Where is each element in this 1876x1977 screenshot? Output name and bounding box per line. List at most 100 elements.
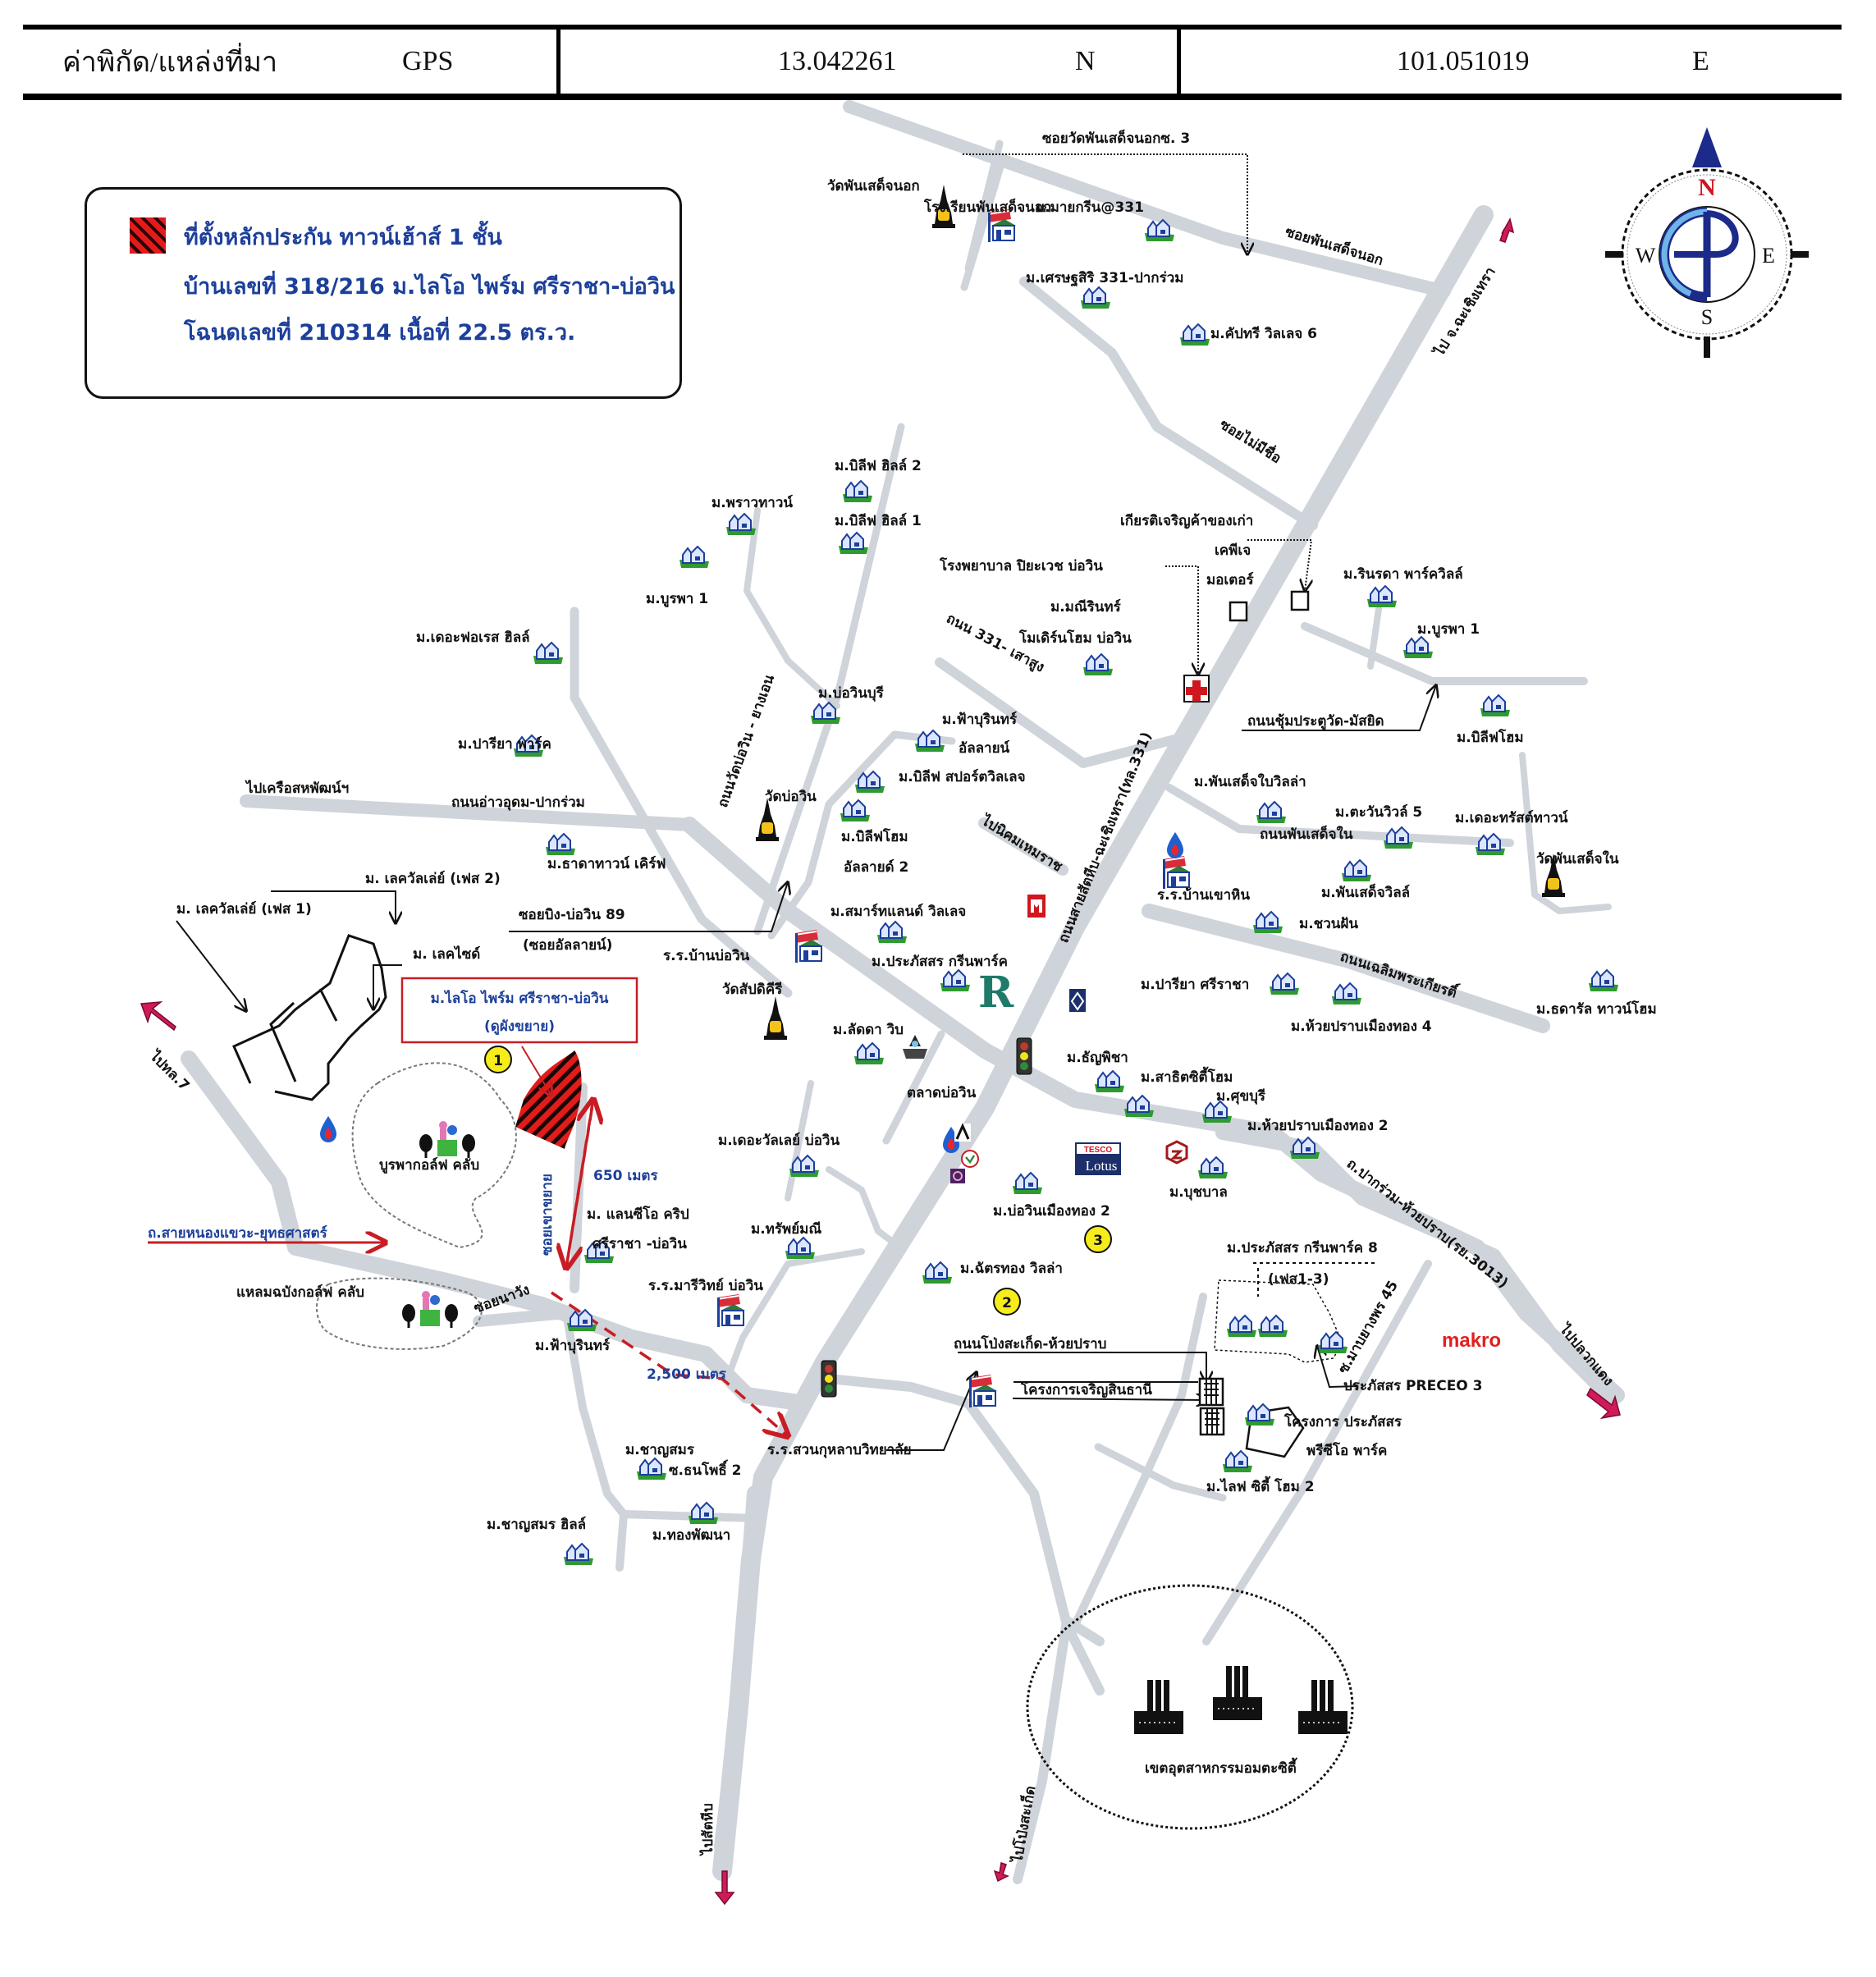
place-labels: วัดพันเสด็จนอก โรงเรียนพันเสด็จนอก ม.มาย… xyxy=(176,176,1657,1777)
svg-text:TESCO: TESCO xyxy=(1084,1146,1113,1155)
legend-line-1: ที่ตั้งหลักประกัน ทาวน์เฮ้าส์ 1 ชั้น xyxy=(184,225,502,250)
road-life-h xyxy=(1094,1443,1227,1502)
legend-line-3: โฉนดเลขที่ 210314 เนื้อที่ 22.5 ตร.ว. xyxy=(184,320,576,346)
svg-text:ม.ปารียา พาร์ค: ม.ปารียา พาร์ค xyxy=(458,735,551,753)
makro-logo: makro xyxy=(1442,1329,1501,1352)
divider xyxy=(556,30,561,94)
road-network xyxy=(181,100,1625,1884)
bank-scb-purple-icon xyxy=(950,1169,965,1183)
svg-text:S: S xyxy=(1701,305,1713,329)
svg-text:ม.บิลีฟโฮม: ม.บิลีฟโฮม xyxy=(1457,729,1524,746)
svg-text:วัดสัปดิคีรี: วัดสัปดิคีรี xyxy=(722,981,783,998)
route-distance xyxy=(551,1098,788,1436)
svg-text:ซอยไม่มีชื่อ: ซอยไม่มีชื่อ xyxy=(1216,414,1285,467)
svg-text:ม.ชาญสมร: ม.ชาญสมร xyxy=(625,1442,695,1458)
condo-icons xyxy=(1198,1377,1225,1436)
antique-shop-icon xyxy=(1290,590,1310,611)
svg-text:ม.บ่อวินเมืองทอง 2: ม.บ่อวินเมืองทอง 2 xyxy=(993,1202,1110,1220)
svg-text:ม.ธัญพิชา: ม.ธัญพิชา xyxy=(1067,1050,1128,1066)
golf-icons xyxy=(402,1121,475,1328)
svg-text:ร.ร.บ้านเขาหิน: ร.ร.บ้านเขาหิน xyxy=(1157,887,1250,904)
latitude-value: 13.042261 xyxy=(778,46,897,76)
road-rinrada xyxy=(1367,606,1382,670)
road-main-w xyxy=(681,817,1625,1403)
bank-bangkok-icon xyxy=(1069,989,1086,1012)
industrial-zone xyxy=(1026,1584,1354,1830)
svg-text:อัลลายด์ 2: อัลลายด์ 2 xyxy=(844,858,908,876)
svg-text:ม.ปารียา ศรีราชา: ม.ปารียา ศรีราชา xyxy=(1141,976,1249,993)
svg-text:ม.ธาดาทาวน์ เคิร์ฟ: ม.ธาดาทาวน์ เคิร์ฟ xyxy=(547,855,666,872)
collateral-swatch xyxy=(130,217,166,254)
road-hemaraj xyxy=(978,817,1068,876)
marker-1[interactable]: 1 xyxy=(484,1046,512,1073)
svg-text:ม.บูรพา 1: ม.บูรพา 1 xyxy=(1417,621,1480,638)
road-burapha-w xyxy=(744,507,840,709)
svg-text:ม.ทรัพย์มณี: ม.ทรัพย์มณี xyxy=(751,1220,821,1238)
road-tl7 xyxy=(181,1050,812,1412)
road-pong-to-south xyxy=(1013,1616,1105,1884)
svg-text:ม.เดอะทรัสต์ทาวน์: ม.เดอะทรัสต์ทาวน์ xyxy=(1455,809,1568,826)
svg-text:ถ.สายหนองแขวะ-ยุทธศาสตร์: ถ.สายหนองแขวะ-ยุทธศาสตร์ xyxy=(148,1224,328,1242)
svg-text:ม.ทองพัฒนา: ม.ทองพัฒนา xyxy=(652,1527,730,1544)
svg-text:ประภัสสร PRECEO 3: ประภัสสร PRECEO 3 xyxy=(1343,1378,1483,1394)
road-sapkiri xyxy=(785,1080,814,1201)
road-alliance xyxy=(767,730,956,940)
hospital-icon xyxy=(1183,675,1210,702)
market-icon xyxy=(903,1035,927,1059)
svg-text:ถนนอ่าวอุดม-ปากร่วม: ถนนอ่าวอุดม-ปากร่วม xyxy=(451,794,585,811)
bank-kbank-icon xyxy=(961,1150,979,1168)
kpj-motor-icon xyxy=(1229,601,1248,622)
road-fah xyxy=(562,1309,628,1572)
svg-text:แหลมฉบังกอล์ฟ คลับ: แหลมฉบังกอล์ฟ คลับ xyxy=(236,1284,364,1301)
svg-text:ม.ศุขบุรี: ม.ศุขบุรี xyxy=(1216,1087,1266,1105)
marker-2[interactable]: 2 xyxy=(993,1288,1021,1316)
road-pongsaket xyxy=(824,1374,1105,1696)
svg-text:ม.ชาญสมร ฮิลล์: ม.ชาญสมร ฮิลล์ xyxy=(487,1516,586,1533)
road-pak-ruam xyxy=(1215,1125,1620,1407)
svg-text:ซอยบิง-บ่อวิน 89: ซอยบิง-บ่อวิน 89 xyxy=(519,907,625,923)
golf-areas xyxy=(315,1062,517,1350)
svg-text:ไปสัตหีบ: ไปสัตหีบ xyxy=(699,1803,716,1856)
svg-text:2: 2 xyxy=(1002,1295,1012,1311)
marker-3[interactable]: 3 xyxy=(1084,1225,1112,1253)
road-kruea xyxy=(240,794,696,831)
svg-text:1: 1 xyxy=(493,1053,503,1069)
divider xyxy=(1177,30,1181,94)
svg-text:ไปนิคมเหมราช: ไปนิคมเหมราช xyxy=(977,811,1066,875)
svg-text:โรงพยาบาล ปิยะเวช บ่อวิน: โรงพยาบาล ปิยะเวช บ่อวิน xyxy=(939,557,1103,574)
road-to-sattahip xyxy=(714,1485,763,1855)
pointer-lines xyxy=(176,153,1436,1451)
bank-krungthai-icon xyxy=(1027,895,1046,918)
road-mabyang xyxy=(1202,1260,1432,1645)
preceo-outline xyxy=(1245,1406,1305,1458)
road-saosung xyxy=(935,657,1183,768)
svg-text:ม.มายกรีน@331: ม.มายกรีน@331 xyxy=(1036,199,1144,216)
road-phanseet-nai xyxy=(1165,784,1514,847)
road-sapmani xyxy=(727,1248,865,1374)
svg-text:อัลลายน์: อัลลายน์ xyxy=(959,739,1010,757)
svg-text:ถนนโป่งสะเก็ด-ห้วยปราบ: ถนนโป่งสะเก็ด-ห้วยปราบ xyxy=(954,1334,1106,1352)
svg-text:ซ.ธนโพธิ์ 2: ซ.ธนโพธิ์ 2 xyxy=(669,1459,741,1479)
svg-text:ม.คัปทรี วิลเลจ 6: ม.คัปทรี วิลเลจ 6 xyxy=(1210,325,1317,342)
factory-icons xyxy=(1133,1665,1348,1735)
shop-s-logo xyxy=(1165,1140,1188,1165)
svg-text:ม.บุชบาล: ม.บุชบาล xyxy=(1169,1184,1228,1201)
svg-text:บูรพากอล์ฟ คลับ: บูรพากอล์ฟ คลับ xyxy=(379,1156,479,1174)
subject-title: ม.ไลโอ ไพร์ม ศรีราชา-บ่อวิน xyxy=(431,990,609,1007)
lake-valley-outline xyxy=(232,934,387,1101)
svg-text:ตลาดบ่อวิน: ตลาดบ่อวิน xyxy=(907,1085,977,1101)
arrow-to-pong xyxy=(993,1862,1009,1883)
road-believe xyxy=(753,423,905,936)
svg-text:ม.สาธิตซิตี้โฮม: ม.สาธิตซิตี้โฮม xyxy=(1141,1066,1233,1086)
tesco-lotus-logo: TESCO Lotus xyxy=(1075,1142,1121,1175)
svg-text:ม.ไลฟ ซิตี้ โฮม 2: ม.ไลฟ ซิตี้ โฮม 2 xyxy=(1206,1476,1315,1495)
arrow-to-chachoengsao xyxy=(1499,217,1515,243)
latitude-dir: N xyxy=(1075,46,1096,76)
svg-text:เคพีเจ: เคพีเจ xyxy=(1215,542,1251,559)
legend-line-2: บ้านเลขที่ 318/216 ม.ไลโอ ไพร์ม ศรีราชา-… xyxy=(184,274,675,300)
svg-text:ม.บิลีฟโฮม: ม.บิลีฟโฮม xyxy=(841,828,908,845)
road-valley-w xyxy=(826,1166,898,1247)
svg-text:ม.ธดารัล ทาวน์โฮม: ม.ธดารัล ทาวน์โฮม xyxy=(1536,1000,1657,1018)
road-chaloem xyxy=(1142,904,1550,1033)
